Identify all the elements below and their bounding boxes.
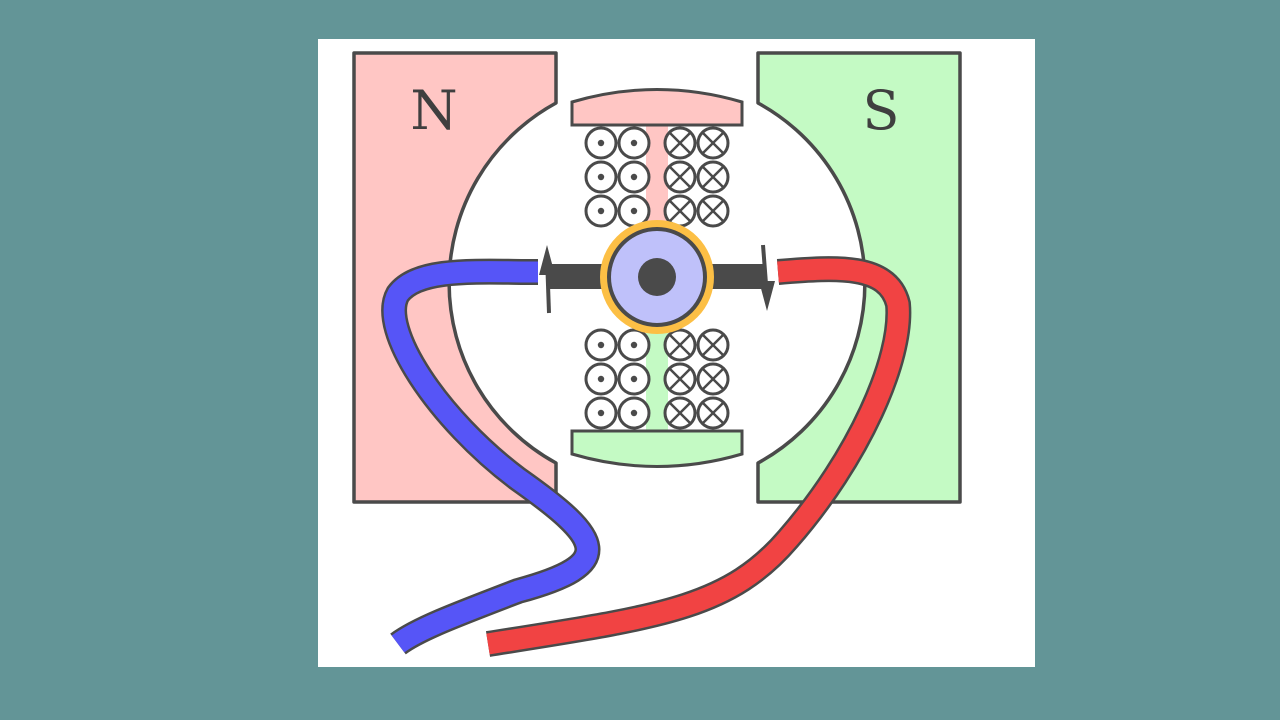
coil-current-in [663,362,697,396]
brush-ring [600,220,714,334]
coil-current-out [617,160,651,194]
north-pole-magnet [352,51,558,504]
north-pole-label: N [410,79,457,142]
coil-current-in [663,328,697,362]
coil-current-in [663,126,697,160]
south-pole-magnet [756,51,962,504]
south-pole-label: S [863,79,900,142]
axle [638,258,676,296]
coil-current-in [663,396,697,430]
armature-pole-shoe-top [570,88,744,127]
diagram-canvas: N S [318,39,1035,667]
coil-current-in [696,362,730,396]
coil-current-out [584,328,618,362]
coil-current-out [617,362,651,396]
coil-current-out [584,396,618,430]
coil-current-out [617,328,651,362]
coil-current-in [696,396,730,430]
dc-motor-diagram: N S [352,51,962,657]
armature-coil-windings [584,126,730,430]
rotation-arrow-right [759,244,775,311]
coil-current-in [696,328,730,362]
armature-core-top [646,125,668,227]
coil-current-out [584,126,618,160]
armature-pole-shoe-bottom [570,429,744,468]
commutator-bar-right [706,264,766,289]
armature-core-bottom [646,329,668,431]
coil-current-in [696,160,730,194]
coil-current-out [584,362,618,396]
coil-current-in [696,194,730,228]
coil-current-out [584,160,618,194]
coil-current-in [663,160,697,194]
commutator-bar-left [549,264,609,289]
coil-current-out [617,396,651,430]
coil-current-out [617,126,651,160]
rotation-arrow-left [539,245,555,314]
coil-current-out [584,194,618,228]
coil-current-in [696,126,730,160]
